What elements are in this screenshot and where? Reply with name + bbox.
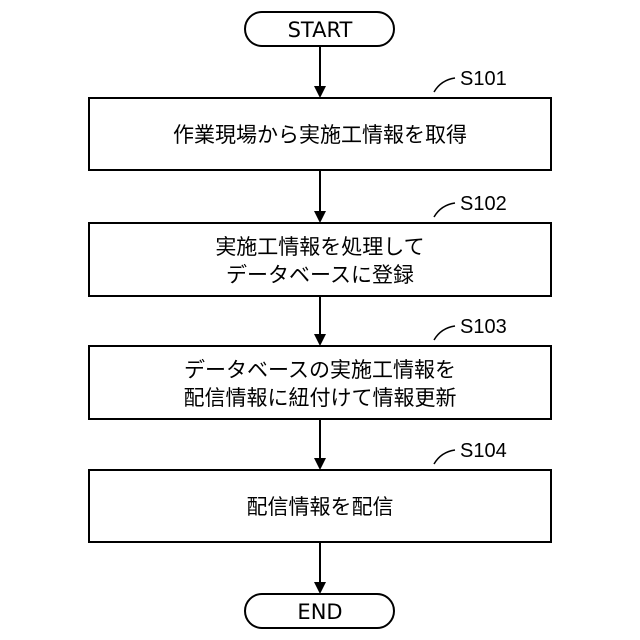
arrow-s102-to-s103	[314, 296, 326, 346]
step-s103: データベースの実施工情報を 配信情報に紐付けて情報更新	[89, 346, 551, 419]
end-terminal: END	[245, 594, 394, 628]
step-s102-label: S102	[434, 193, 507, 217]
step-s101-label-text: S101	[460, 68, 507, 90]
step-s101-text: 作業現場から実施工情報を取得	[173, 123, 467, 147]
arrow-s104-to-end	[314, 542, 326, 594]
start-terminal: START	[245, 12, 394, 46]
step-s102-label-text: S102	[460, 193, 507, 215]
arrow-s103-to-s104	[314, 419, 326, 470]
arrow-start-to-s101	[314, 46, 326, 98]
step-s104: 配信情報を配信	[89, 470, 551, 542]
step-s101: 作業現場から実施工情報を取得	[89, 98, 551, 170]
step-s102-text-line-1: 実施工情報を処理して	[215, 235, 424, 259]
step-s104-label-text: S104	[460, 440, 507, 462]
step-s102: 実施工情報を処理して データベースに登録	[89, 223, 551, 296]
step-s104-label: S104	[434, 440, 507, 464]
step-s103-text-line-1: データベースの実施工情報を	[184, 358, 456, 382]
step-s103-label: S103	[434, 316, 507, 340]
step-s103-label-text: S103	[460, 316, 507, 338]
step-s103-text-line-2: 配信情報に紐付けて情報更新	[184, 386, 457, 410]
start-label: START	[288, 18, 353, 42]
arrow-s101-to-s102	[314, 170, 326, 223]
end-label: END	[297, 600, 342, 624]
step-s102-text-line-2: データベースに登録	[226, 263, 414, 287]
step-s104-text: 配信情報を配信	[247, 495, 394, 519]
step-s101-label: S101	[434, 68, 507, 92]
